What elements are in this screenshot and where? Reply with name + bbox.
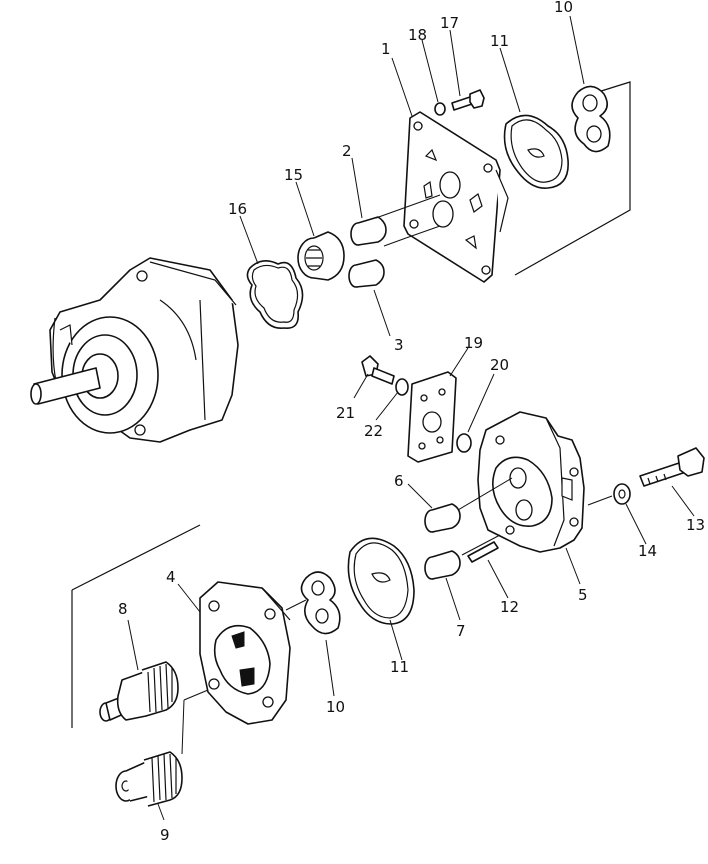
pump-motor-housing bbox=[30, 257, 239, 443]
part-1-cover-plate bbox=[375, 111, 509, 283]
part-21-screw bbox=[361, 355, 395, 385]
callout-16: 16 bbox=[228, 200, 247, 218]
callout-18: 18 bbox=[408, 26, 427, 44]
part-3-bushing bbox=[348, 259, 385, 288]
callout-21: 21 bbox=[336, 404, 355, 422]
callout-17: 17 bbox=[440, 14, 459, 32]
assembly-frame-top bbox=[514, 81, 631, 276]
part-11-seal-bottom bbox=[347, 537, 415, 625]
assembly-frame-bottom bbox=[71, 524, 201, 728]
callout-9: 9 bbox=[160, 826, 170, 844]
callout-13: 13 bbox=[686, 516, 705, 534]
part-9-driven-gear bbox=[115, 699, 185, 807]
part-22-washer bbox=[395, 378, 409, 396]
part-5-gear-body bbox=[457, 411, 613, 556]
callout-6: 6 bbox=[394, 472, 404, 490]
part-8-drive-gear bbox=[99, 661, 179, 722]
callout-11-bottom: 11 bbox=[390, 658, 409, 676]
callout-5: 5 bbox=[578, 586, 588, 604]
callout-2: 2 bbox=[342, 142, 352, 160]
part-10-plate-bottom bbox=[300, 571, 341, 635]
part-4-housing-plate bbox=[183, 581, 307, 725]
callout-7: 7 bbox=[456, 622, 466, 640]
callout-1: 1 bbox=[381, 40, 391, 58]
callout-11-top: 11 bbox=[490, 32, 509, 50]
callout-8: 8 bbox=[118, 600, 128, 618]
part-2-bushing bbox=[350, 216, 387, 246]
part-7-bushing bbox=[424, 550, 461, 580]
callout-12: 12 bbox=[500, 598, 519, 616]
callout-20: 20 bbox=[490, 356, 509, 374]
part-12-pin bbox=[467, 541, 499, 563]
part-17-bolt bbox=[451, 89, 485, 111]
part-20-o-ring bbox=[456, 433, 472, 453]
callout-3: 3 bbox=[394, 336, 404, 354]
callout-10-top: 10 bbox=[554, 0, 573, 16]
callout-labels: 1 2 3 4 5 6 7 8 9 10 10 11 11 12 13 14 1… bbox=[118, 0, 705, 844]
callout-14: 14 bbox=[638, 542, 657, 560]
callout-10-bottom: 10 bbox=[326, 698, 345, 716]
part-19-plate bbox=[407, 371, 457, 463]
part-14-washer bbox=[613, 483, 631, 505]
callout-4: 4 bbox=[166, 568, 176, 586]
callout-19: 19 bbox=[464, 334, 483, 352]
part-15-bearing bbox=[297, 231, 345, 281]
part-18-washer bbox=[434, 102, 446, 116]
part-6-bushing bbox=[424, 503, 461, 533]
part-10-plate-top bbox=[571, 85, 611, 153]
part-13-bolt bbox=[639, 447, 705, 487]
callout-22: 22 bbox=[364, 422, 383, 440]
callout-15: 15 bbox=[284, 166, 303, 184]
part-16-gasket bbox=[246, 260, 304, 329]
callout-leaders bbox=[127, 15, 695, 821]
part-11-seal-top bbox=[503, 114, 569, 189]
